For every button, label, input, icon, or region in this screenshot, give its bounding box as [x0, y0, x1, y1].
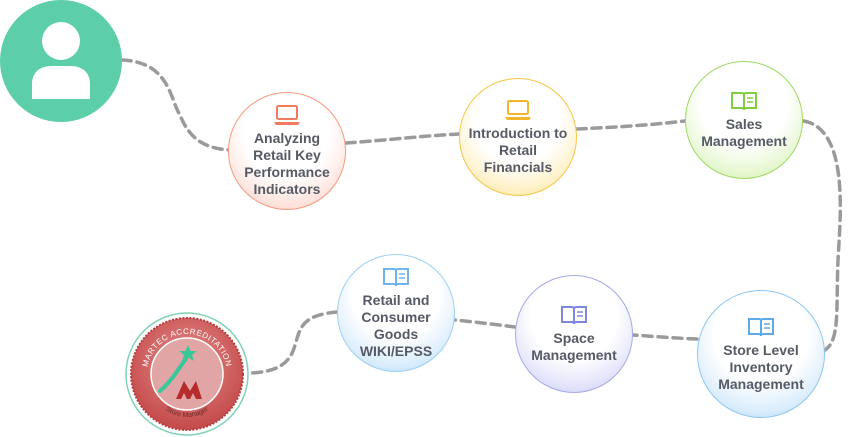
laptop-icon: [274, 105, 300, 125]
book-icon: [383, 268, 409, 287]
course-label: Space Management: [531, 330, 617, 363]
connector-course-3-to-course-6: [802, 119, 843, 352]
course-label: Analyzing Retail Key Performance Indicat…: [244, 130, 330, 197]
badge-inner-ring: [150, 337, 224, 411]
course-sales-management[interactable]: Sales Management: [685, 61, 803, 179]
laptop-icon: [505, 99, 531, 120]
connector-course-6-to-course-5: [631, 333, 699, 341]
course-space-management[interactable]: Space Management: [515, 275, 633, 393]
course-label: Introduction to Retail Financials: [468, 124, 568, 175]
book-icon: [561, 306, 587, 325]
course-label: Retail and Consumer Goods WIKI/EPSS: [359, 292, 433, 359]
user-icon: [32, 22, 90, 99]
connector-course-5-to-course-4: [453, 318, 517, 329]
course-retail-consumer-goods-wiki[interactable]: Retail and Consumer Goods WIKI/EPSS: [337, 254, 455, 372]
connector-course-2-to-course-3: [575, 119, 687, 131]
connector-course-1-to-course-2: [344, 132, 461, 145]
course-label: Sales Management: [701, 116, 787, 149]
accreditation-badge[interactable]: MARTEC ACCREDITATION Store Manager: [124, 311, 250, 437]
book-icon: [731, 92, 757, 111]
course-store-level-inventory[interactable]: Store Level Inventory Management: [697, 290, 825, 418]
martec-logo-icon: [158, 345, 202, 399]
course-analyzing-retail-kpis[interactable]: Analyzing Retail Key Performance Indicat…: [228, 92, 346, 210]
connector-course-4-to-badge: [248, 310, 339, 375]
connector-avatar-to-course-1: [120, 58, 231, 152]
course-label: Store Level Inventory Management: [718, 341, 804, 392]
book-icon: [748, 317, 774, 336]
course-intro-retail-financials[interactable]: Introduction to Retail Financials: [459, 78, 577, 196]
user-avatar: [0, 0, 122, 122]
